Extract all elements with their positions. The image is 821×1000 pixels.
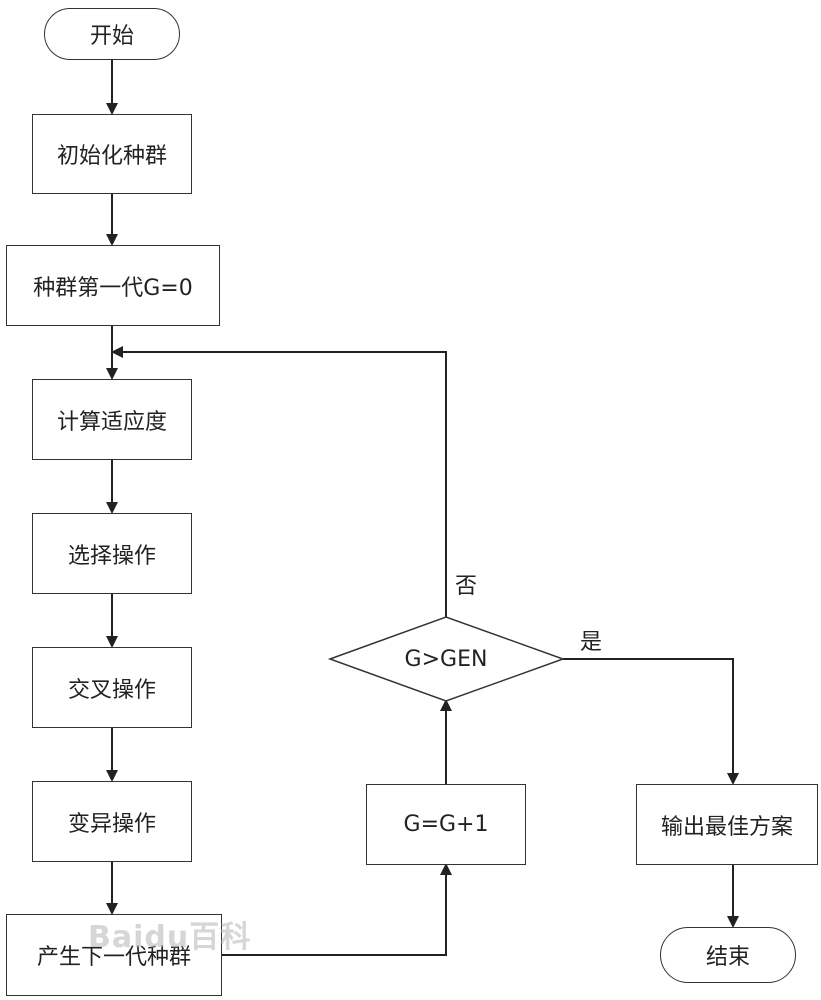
next-generation-box: 产生下一代种群 [6,914,222,996]
increment-box: G=G+1 [366,784,526,865]
edge-label-no: 否 [455,574,478,599]
decision-label-wrap: G>GEN [370,640,522,678]
next-generation-label: 产生下一代种群 [36,945,191,970]
edge-label-yes: 是 [580,630,603,655]
watermark-logo: Baidu百科 [88,920,252,955]
start-terminal: 开始 [44,8,180,60]
init-population-label: 初始化种群 [56,144,167,169]
selection-box: 选择操作 [32,513,192,594]
arrow-decision-no-loop [111,346,447,617]
calc-fitness-box: 计算适应度 [32,379,192,460]
selection-label: 选择操作 [67,543,156,569]
end-label: 结束 [705,945,750,970]
calc-fitness-label: 计算适应度 [56,409,167,435]
first-generation-box: 种群第一代G=0 [6,245,220,326]
arrow-next-to-increment [222,863,452,956]
crossover-box: 交叉操作 [32,647,192,728]
increment-label: G=G+1 [403,812,489,837]
mutation-box: 变异操作 [32,781,192,862]
init-population-box: 初始化种群 [32,114,192,194]
mutation-label: 变异操作 [67,811,156,837]
decision-diamond [327,616,566,702]
output-best-box: 输出最佳方案 [636,784,818,865]
first-generation-label: 种群第一代G=0 [33,275,193,301]
end-terminal: 结束 [660,927,796,983]
output-best-label: 输出最佳方案 [660,814,793,840]
crossover-label: 交叉操作 [67,677,156,703]
decision-label: G>GEN [404,646,488,672]
start-label: 开始 [89,24,134,49]
arrow-decision-yes-to-output [563,658,739,785]
